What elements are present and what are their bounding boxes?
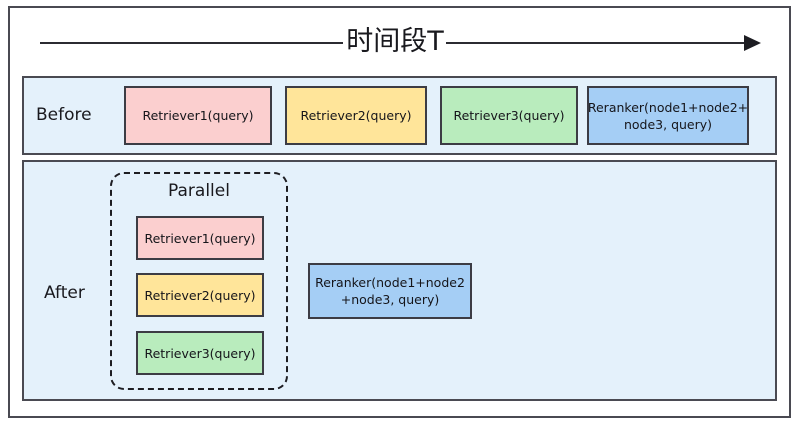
after-reranker-box[interactable]: Reranker(node1+node2 +node3, query) (308, 263, 472, 319)
after-retriever1-box[interactable]: Retriever1(query) (136, 216, 264, 260)
after-retriever3-box[interactable]: Retriever3(query) (136, 331, 264, 375)
before-retriever1-box[interactable]: Retriever1(query) (124, 86, 272, 145)
section-after-label: After (44, 283, 85, 303)
timeline-line-left-segment (40, 42, 343, 44)
parallel-group-boundary (110, 172, 288, 390)
parallel-group-label: Parallel (168, 181, 230, 201)
after-retriever2-box[interactable]: Retriever2(query) (136, 273, 264, 317)
timeline-arrow: 时间段T (22, 26, 767, 60)
before-retriever2-box[interactable]: Retriever2(query) (285, 86, 427, 145)
before-reranker-box[interactable]: Reranker(node1+node2+ node3, query) (587, 86, 749, 145)
timeline-line-right-segment (446, 42, 746, 44)
before-retriever3-box[interactable]: Retriever3(query) (440, 86, 578, 145)
section-before-label: Before (36, 105, 92, 125)
arrow-head-icon (744, 35, 761, 51)
timeline-label: 时间段T (346, 26, 444, 57)
